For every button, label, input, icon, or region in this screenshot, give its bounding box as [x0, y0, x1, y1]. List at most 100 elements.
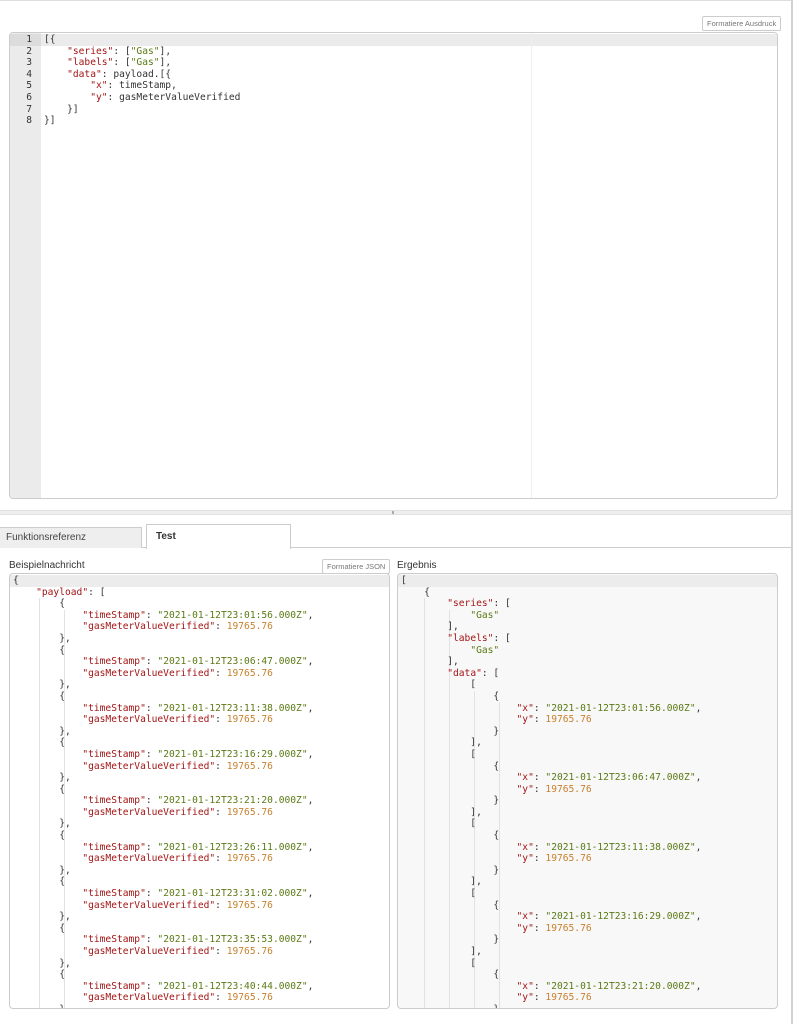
code-text: [: [401, 888, 477, 900]
code-line: }: [401, 726, 777, 738]
code-line: "labels": [: [401, 633, 777, 645]
json-string: "Gas": [130, 45, 160, 57]
code-text: :: [215, 621, 227, 633]
code-line: },: [13, 911, 389, 923]
expression-code[interactable]: [{ "series": ["Gas"], "labels": ["Gas"],…: [44, 34, 777, 127]
code-line: "timeStamp": "2021-01-12T23:01:56.000Z",: [13, 610, 389, 622]
code-line: "gasMeterValueVerified": 19765.76: [13, 668, 389, 680]
code-text: [13, 656, 82, 667]
code-line: {: [13, 691, 389, 703]
indent-guide: [449, 610, 450, 1008]
code-text: :: [533, 702, 546, 714]
code-text: [44, 57, 67, 68]
code-text: :: [533, 980, 546, 992]
code-text: :: [533, 853, 546, 865]
code-text: }]: [44, 115, 56, 127]
code-line: "gasMeterValueVerified": 19765.76: [13, 946, 389, 958]
json-string: "2021-01-12T23:40:44.000Z": [157, 980, 308, 992]
line-number: 4: [26, 68, 32, 80]
code-text: ,: [307, 934, 314, 946]
code-line: [: [401, 818, 777, 830]
code-text: [401, 923, 517, 934]
code-text: ],: [159, 57, 172, 69]
code-line: {: [401, 587, 777, 599]
code-text: ,: [695, 841, 702, 853]
code-text: }: [401, 864, 500, 876]
splitter-grip-icon[interactable]: [392, 511, 394, 514]
code-text: [13, 946, 82, 957]
code-text: }]: [44, 103, 79, 115]
code-line: ],: [401, 737, 777, 749]
pane-splitter[interactable]: [0, 510, 791, 515]
code-line: "y": gasMeterValueVerified: [44, 92, 777, 104]
json-string: "2021-01-12T23:11:38.000Z": [545, 841, 696, 853]
json-key: "series": [67, 45, 114, 57]
json-string: "2021-01-12T23:16:29.000Z": [545, 911, 696, 923]
indent-guide: [39, 598, 40, 1008]
code-line: {: [13, 575, 389, 587]
json-key: "x": [516, 702, 534, 714]
code-line: "x": "2021-01-12T23:06:47.000Z",: [401, 772, 777, 784]
format-expression-button[interactable]: Formatiere Ausdruck: [702, 16, 782, 31]
code-line: },: [13, 818, 389, 830]
code-line: "y": 19765.76: [401, 992, 777, 1004]
code-line: },: [13, 679, 389, 691]
code-line: {: [13, 737, 389, 749]
json-string: "2021-01-12T23:06:47.000Z": [545, 772, 696, 784]
code-text: : [: [113, 57, 131, 69]
code-text: :: [215, 806, 227, 818]
tab-funktionsreferenz[interactable]: Funktionsreferenz: [0, 527, 142, 548]
code-text: : [: [493, 598, 511, 610]
format-json-button[interactable]: Formatiere JSON: [322, 559, 391, 574]
sample-message-editor[interactable]: { "payload": [ { "timeStamp": "2021-01-1…: [9, 573, 390, 1009]
json-key: "data": [67, 68, 102, 80]
code-text: [13, 621, 82, 632]
json-key: "x": [516, 841, 534, 853]
code-text: : [: [481, 667, 500, 679]
code-line: ],: [401, 946, 777, 958]
code-text: :: [145, 934, 158, 946]
json-number: 19765.76: [545, 853, 592, 865]
code-line: {: [401, 900, 777, 912]
json-string: "Gas": [470, 609, 500, 621]
code-line: "timeStamp": "2021-01-12T23:40:44.000Z",: [13, 981, 389, 993]
code-line: }: [13, 1004, 389, 1008]
code-text: {: [13, 644, 65, 656]
code-text: },: [13, 818, 71, 830]
code-text: ],: [401, 621, 459, 633]
json-number: 19765.76: [545, 714, 592, 726]
code-text: },: [13, 679, 71, 691]
code-text: [44, 80, 90, 91]
code-text: [401, 853, 517, 864]
code-text: {: [13, 737, 65, 749]
code-text: {: [13, 575, 19, 586]
code-text: :: [533, 772, 546, 784]
code-text: {: [13, 598, 65, 610]
code-line: ],: [401, 807, 777, 819]
code-line: "gasMeterValueVerified": 19765.76: [13, 621, 389, 633]
json-key: "y": [516, 783, 534, 795]
code-text: {: [13, 876, 65, 888]
json-number: 19765.76: [545, 922, 592, 934]
code-text: [44, 69, 67, 80]
code-line: "gasMeterValueVerified": 19765.76: [13, 992, 389, 1004]
json-key: "y": [516, 853, 534, 865]
tab-test[interactable]: Test: [146, 524, 291, 549]
code-text: }: [401, 795, 500, 807]
code-text: : gasMeterValueVerified: [107, 91, 241, 103]
code-line: "x": "2021-01-12T23:21:20.000Z",: [401, 981, 777, 993]
code-text: :: [533, 714, 546, 726]
code-line: "y": 19765.76: [401, 784, 777, 796]
json-key: "x": [516, 980, 534, 992]
code-text: ,: [695, 772, 702, 784]
code-text: :: [145, 748, 158, 760]
json-key: "y": [516, 922, 534, 934]
code-text: [401, 598, 447, 609]
code-line: "y": 19765.76: [401, 853, 777, 865]
code-line: "data": [: [401, 668, 777, 680]
indent-guide: [474, 691, 475, 1008]
code-text: [: [401, 748, 477, 760]
line-number: 8: [26, 115, 32, 127]
code-text: }: [401, 725, 500, 737]
